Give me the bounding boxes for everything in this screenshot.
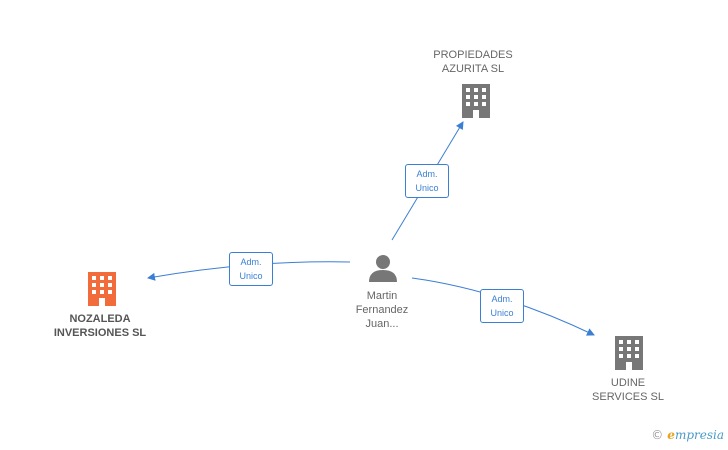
building-icon xyxy=(462,84,490,118)
brand-initial: e xyxy=(667,428,675,442)
brand-name: mpresia xyxy=(674,428,724,442)
node-label-nozaleda[interactable]: NOZALEDA INVERSIONES SL xyxy=(53,313,147,339)
relation-badge-propiedades: Adm. Unico xyxy=(405,164,449,198)
building-icon xyxy=(88,272,116,306)
node-label-propiedades[interactable]: PROPIEDADES AZURITA SL xyxy=(433,49,513,75)
person-icon xyxy=(369,255,397,282)
node-label-person[interactable]: Martin Fernandez Juan... xyxy=(355,290,409,330)
empresia-logo[interactable]: ©empresia xyxy=(651,428,724,442)
relation-badge-udine: Adm. Unico xyxy=(480,289,524,323)
node-label-udine[interactable]: UDINE SERVICES SL xyxy=(592,377,664,403)
relation-badge-nozaleda: Adm. Unico xyxy=(229,252,273,286)
building-icon xyxy=(615,336,643,370)
copyright-icon: © xyxy=(651,428,664,442)
